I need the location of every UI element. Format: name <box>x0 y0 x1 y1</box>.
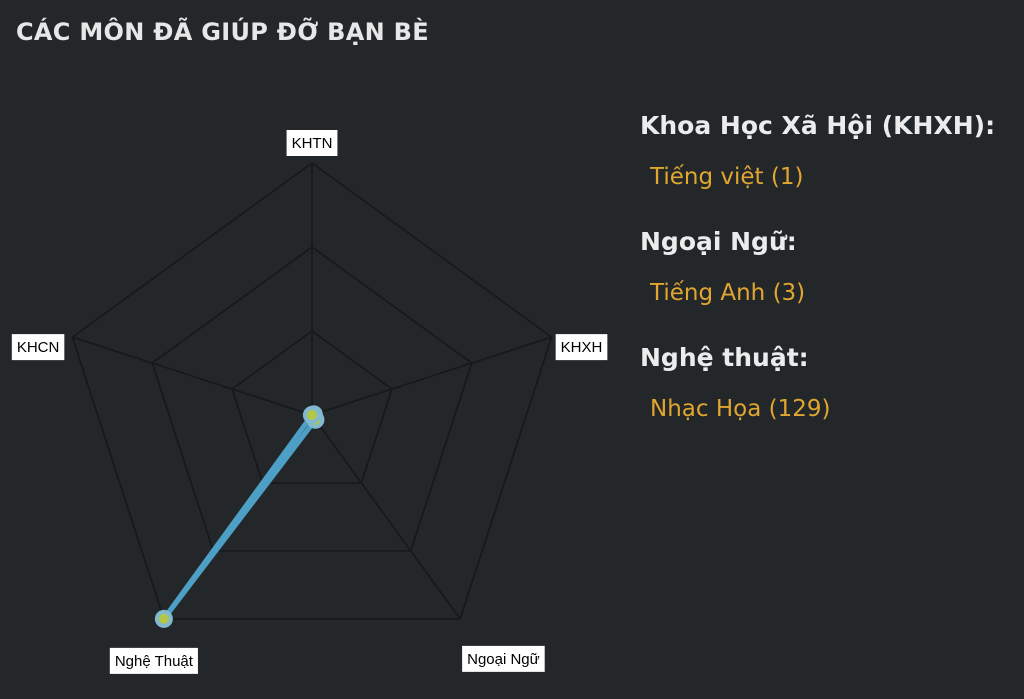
radar-series-line <box>161 411 318 622</box>
axis-label-text: KHXH <box>561 339 603 356</box>
subject-group-nghe-thuat: Nghệ thuật: Nhạc Họa (129) <box>640 340 1020 426</box>
radar-axis-line <box>311 336 552 416</box>
axis-label-box <box>555 334 608 361</box>
axis-label-text: KHTN <box>292 135 333 152</box>
axis-label-box <box>109 647 198 674</box>
subject-item: Tiếng việt (1) <box>650 164 804 190</box>
radar-data-point <box>303 406 321 424</box>
subject-group-title: Ngoại Ngữ: <box>640 227 797 256</box>
radar-axis-label: KHTN <box>286 130 338 156</box>
radar-data-point <box>154 609 173 628</box>
axis-label-box <box>462 645 545 672</box>
radar-grid-ring <box>71 162 553 620</box>
axis-label-text: Ngoại Ngữ <box>467 651 540 668</box>
axis-label-text: Nghệ Thuật <box>115 653 194 670</box>
radar-axis-line <box>311 414 461 620</box>
axis-label-box <box>11 334 65 361</box>
axis-label-box <box>286 130 338 156</box>
subject-group-ngoai-ngu: Ngoại Ngữ: Tiếng Anh (3) <box>640 224 1020 310</box>
radar-axis-label: Ngoại Ngữ <box>462 645 545 672</box>
radar-chart-svg: KHTN KHXH Ngoại Ngữ Nghệ Thuật KHCN <box>11 130 608 674</box>
axis-label-text: KHCN <box>17 339 60 356</box>
page-title: CÁC MÔN ĐÃ GIÚP ĐỠ BẠN BÈ <box>16 18 429 46</box>
radar-grid-ring <box>231 330 393 484</box>
subject-item: Tiếng Anh (3) <box>650 280 806 306</box>
subject-group-title: Nghệ thuật: <box>640 343 809 372</box>
subject-details-panel: Khoa Học Xã Hội (KHXH): Tiếng việt (1) N… <box>640 108 1020 426</box>
radar-axis-label: Nghệ Thuật <box>109 647 198 674</box>
radar-chart: KHTN KHXH Ngoại Ngữ Nghệ Thuật KHCN <box>0 80 620 695</box>
radar-grid-ring <box>151 246 473 552</box>
radar-axis-line <box>72 336 313 416</box>
radar-axis-label: KHXH <box>555 334 608 361</box>
subject-group-khxh: Khoa Học Xã Hội (KHXH): Tiếng việt (1) <box>640 108 1020 194</box>
radar-axis-label: KHCN <box>11 334 65 361</box>
subject-item: Nhạc Họa (129) <box>650 396 831 422</box>
subject-group-title: Khoa Học Xã Hội (KHXH): <box>640 111 996 140</box>
